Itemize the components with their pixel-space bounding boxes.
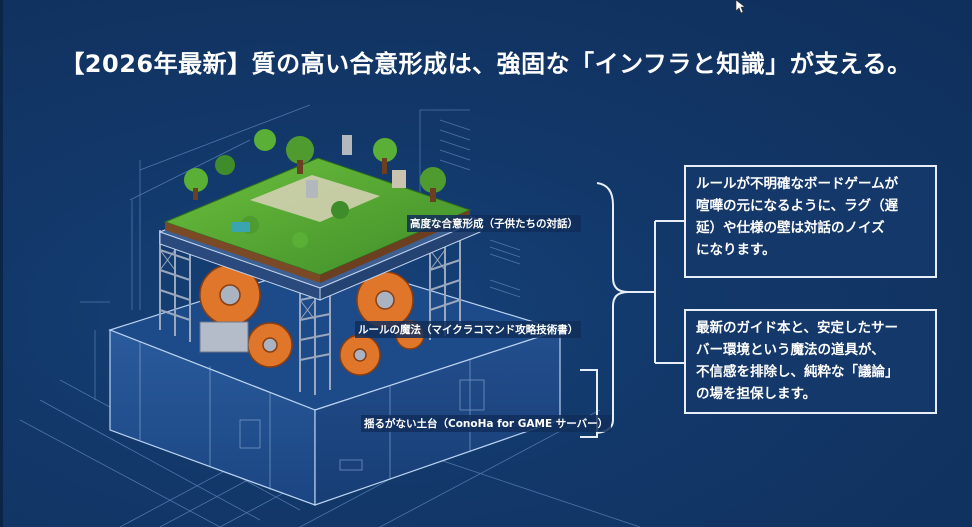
callout-box-noise: ルールが不明確なボードゲームが 喧嘩の元になるように、ラグ（遅 延）や仕様の壁は… (684, 165, 937, 278)
callout-line: バー環境という魔法の道具が、 (696, 342, 885, 358)
callout-line: の場を担保します。 (696, 386, 817, 402)
callout-line: 延）や仕様の壁は対話のノイズ (696, 220, 885, 236)
callout-line: ルールが不明確なボードゲームが (696, 176, 899, 192)
callout-line: 喧嘩の元になるように、ラグ（遅 (696, 198, 899, 214)
slide-title: 【2026年最新】質の高い合意形成は、強固な「インフラと知識」が支える。 (60, 50, 912, 78)
brace-connectors (580, 182, 685, 438)
gear-icon-group (199, 264, 425, 376)
mouse-cursor-icon (735, 0, 746, 14)
machine-box (199, 321, 249, 353)
callout-box-solution: 最新のガイド本と、安定したサー バー環境という魔法の道具が、 不信感を排除し、純… (684, 309, 937, 414)
callout-line: 最新のガイド本と、安定したサー (696, 320, 898, 336)
layer-label-rules-magic: ルールの魔法（マイクラコマンド攻略技術書） (355, 321, 582, 338)
callout-line: になります。 (696, 242, 776, 258)
layer-label-foundation: 揺るがない土台（ConoHa for GAME サーバー） (361, 415, 612, 432)
callout-line: 不信感を排除し、純粋な「議論」 (696, 364, 899, 380)
layer-label-consensus: 高度な合意形成（子供たちの対話） (407, 215, 581, 232)
steel-frame (159, 220, 461, 395)
window-edge (0, 0, 3, 527)
pixel-garden-top (163, 129, 472, 283)
isometric-infrastructure-illustration (19, 104, 685, 527)
